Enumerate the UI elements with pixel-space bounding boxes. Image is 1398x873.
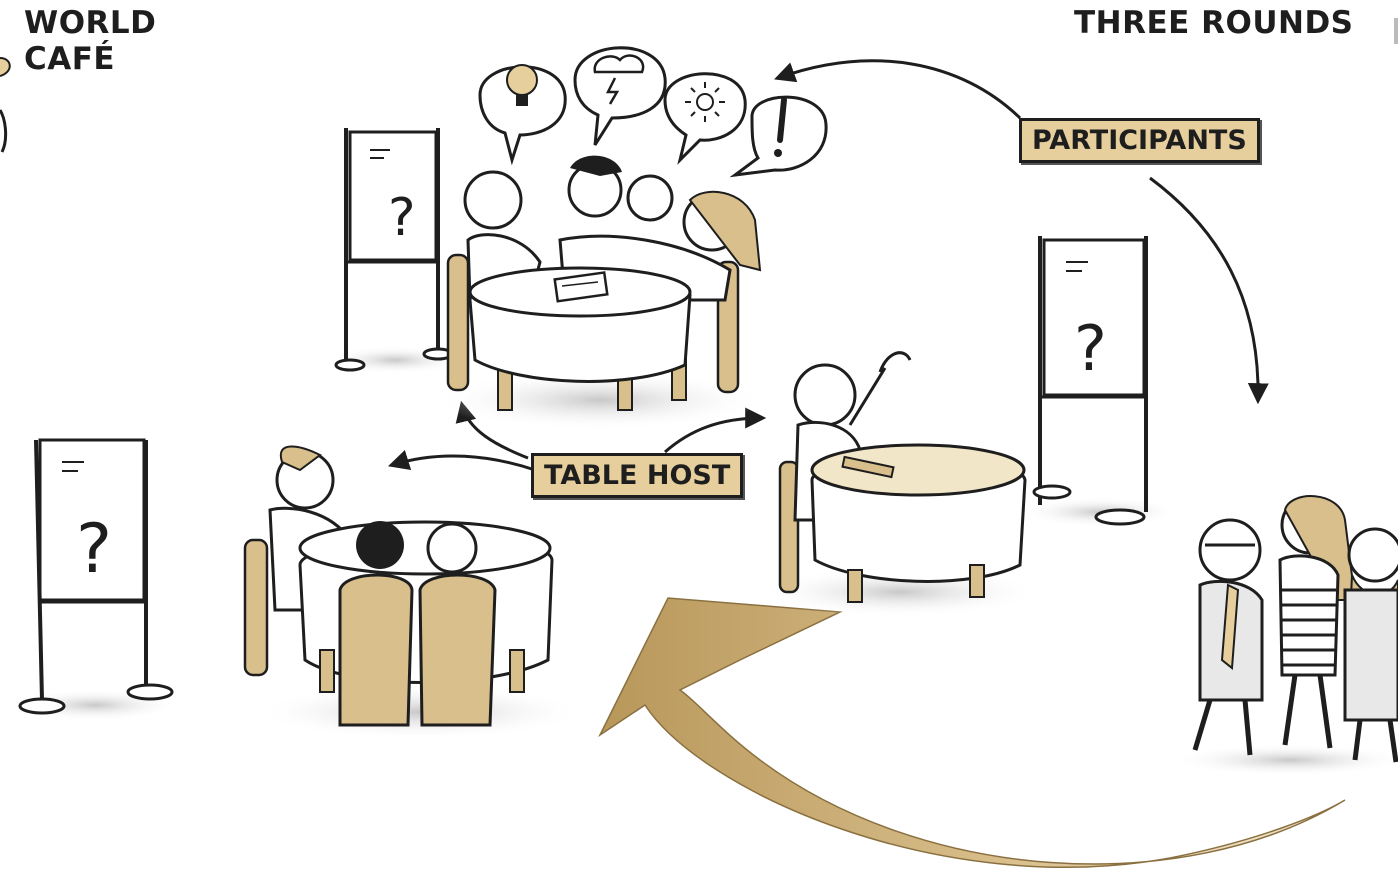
cloud-lightning-icon: [573, 46, 667, 146]
sun-icon: [663, 72, 747, 165]
table-group-top: [435, 155, 765, 430]
table-host-label: TABLE HOST: [531, 453, 744, 498]
rotation-arrow: [598, 597, 1346, 868]
title-line-cafe: CAFÉ: [24, 40, 116, 77]
lightbulb-icon: [478, 64, 567, 166]
flipchart-left: ?: [10, 438, 180, 721]
table-group-left: [243, 445, 585, 740]
flipchart-question-mark: ?: [388, 188, 416, 248]
diagram-subtitle: THREE ROUNDS: [1074, 5, 1354, 41]
diagram-title: WORLD CAFÉ: [24, 5, 157, 77]
participants-flow-arrows: [774, 59, 1269, 405]
cropped-figure-left-edge: [0, 57, 11, 153]
participants-label: PARTICIPANTS: [1019, 118, 1260, 163]
walking-participants: [1170, 495, 1398, 776]
speech-bubbles: [478, 46, 828, 178]
flipchart-question-mark: ?: [76, 510, 112, 589]
flipchart-right: ?: [1020, 236, 1180, 527]
exclamation-icon: [729, 95, 828, 178]
title-line-world: WORLD: [24, 5, 157, 41]
cropped-edge-mark: [1394, 18, 1398, 44]
flipchart-question-mark: ?: [1074, 312, 1107, 385]
flipchart-top: ?: [325, 128, 465, 374]
table-group-right: [760, 351, 1040, 617]
